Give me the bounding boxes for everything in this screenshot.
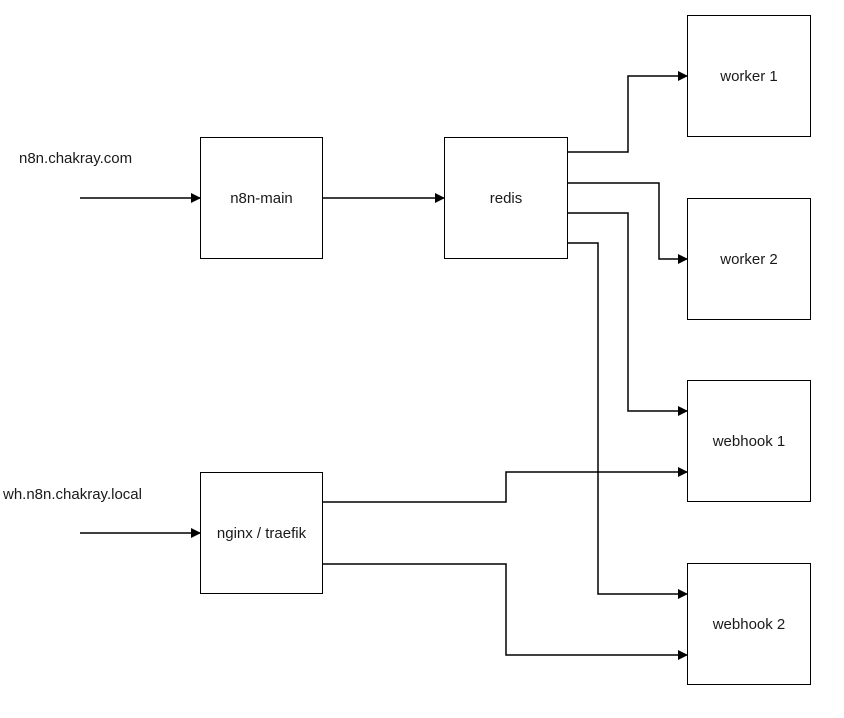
webhook1-node: webhook 1: [687, 380, 811, 502]
worker1-node-label: worker 1: [720, 67, 778, 85]
proxy-node-label: nginx / traefik: [216, 524, 307, 542]
edge-redis-to-webhook1: [568, 212, 688, 416]
edge-redis-to-webhook2: [568, 242, 688, 599]
edge-proxy-to-webhook2: [323, 563, 688, 660]
webhook-host-label: wh.n8n.chakray.local: [3, 486, 142, 503]
n8n-main-node-label: n8n-main: [230, 189, 293, 207]
edge-proxy-to-webhook1: [323, 467, 688, 503]
webhook2-node: webhook 2: [687, 563, 811, 685]
webhook1-node-label: webhook 1: [712, 432, 786, 450]
edge-redis-to-worker1: [568, 71, 688, 153]
webhook2-node-label: webhook 2: [712, 615, 786, 633]
redis-node-label: redis: [489, 189, 523, 207]
main-host-label: n8n.chakray.com: [19, 150, 133, 167]
worker1-node: worker 1: [687, 15, 811, 137]
redis-node: redis: [444, 137, 568, 259]
worker2-node-label: worker 2: [720, 250, 778, 268]
edge-redis-to-worker2: [568, 182, 688, 264]
proxy-node: nginx / traefik: [200, 472, 323, 594]
n8n-main-node: n8n-main: [200, 137, 323, 259]
worker2-node: worker 2: [687, 198, 811, 320]
